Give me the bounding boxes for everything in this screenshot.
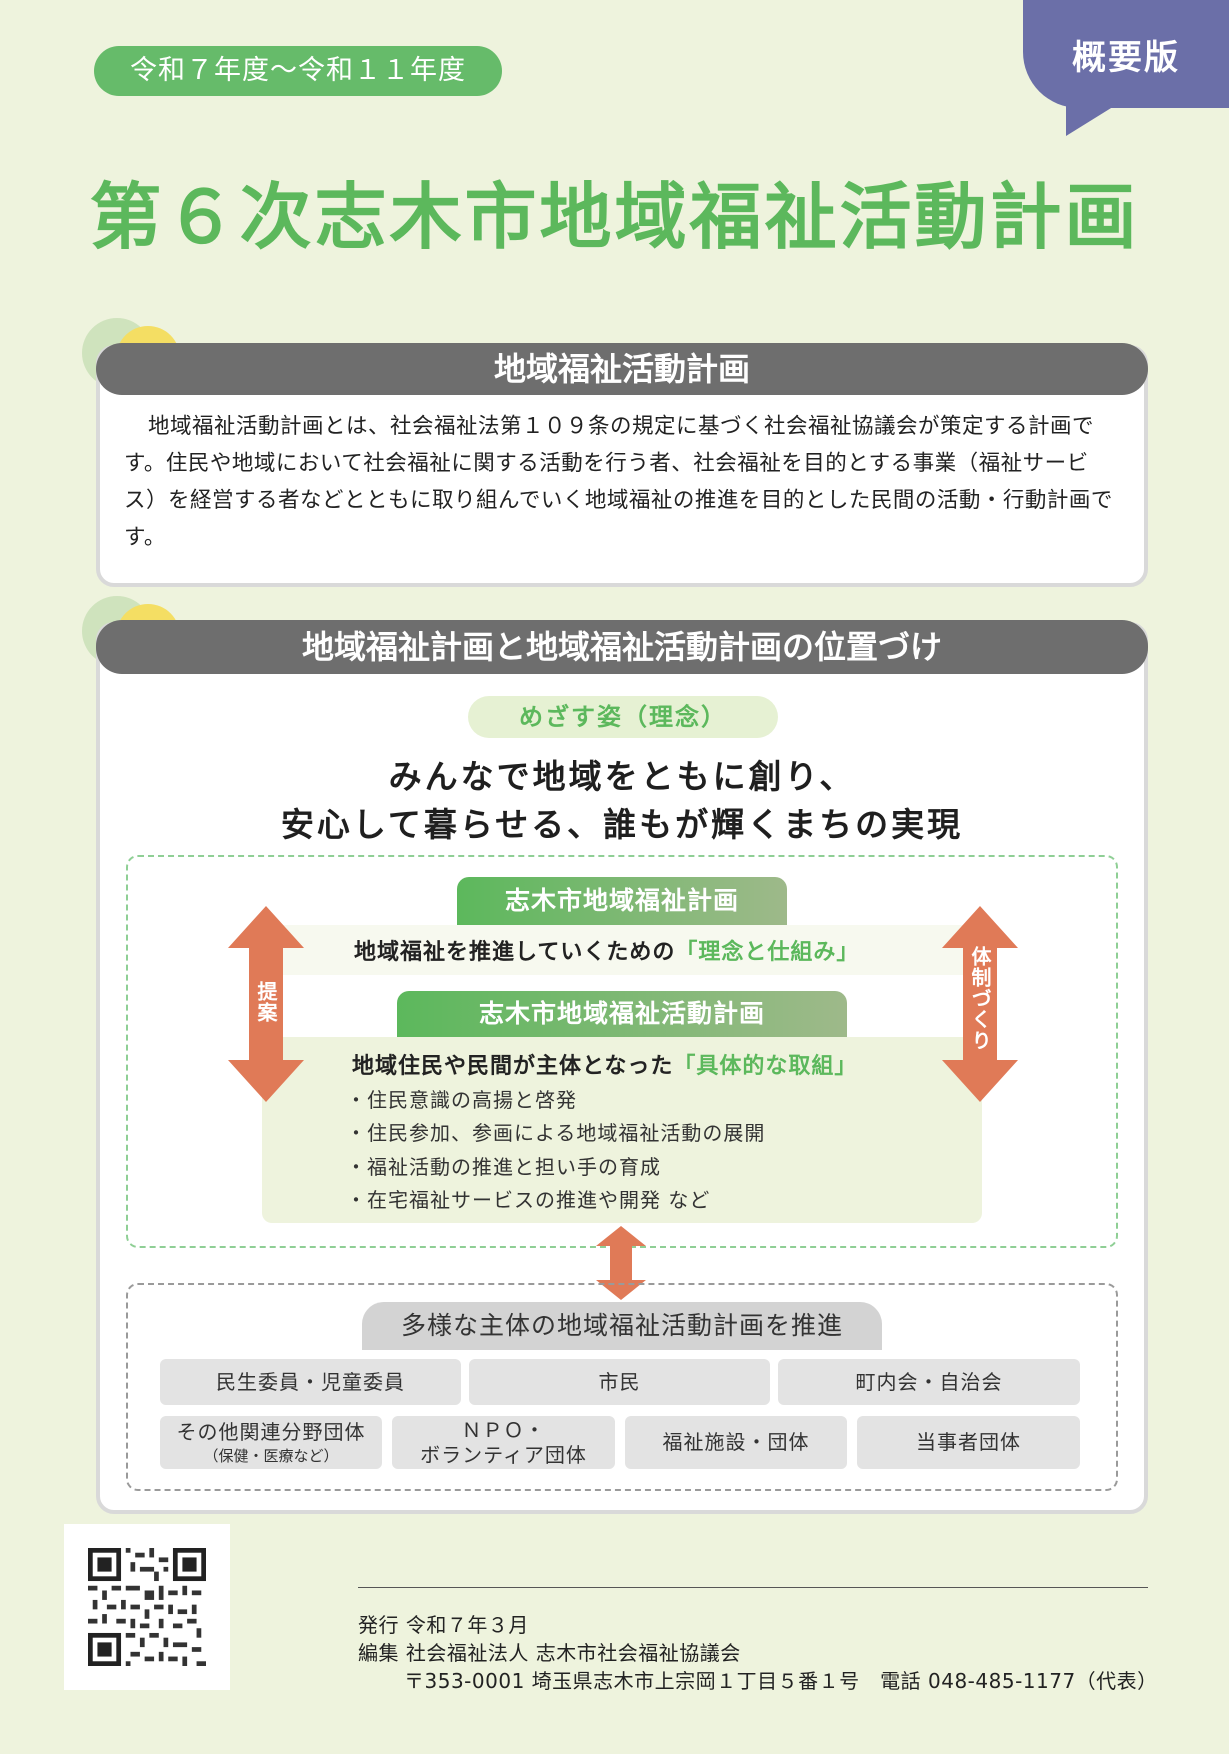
footer-address: 〒353-0001 埼玉県志木市上宗岡１丁目５番１号 電話 048-485-11… bbox=[404, 1669, 1158, 1693]
definition-body: 地域福祉活動計画とは、社会福祉法第１０９条の規定に基づく社会福祉協議会が策定する… bbox=[124, 414, 1113, 550]
main-title: 第６次志木市地域福祉活動計画 bbox=[89, 175, 1140, 259]
city-plan-strip bbox=[262, 925, 982, 975]
actor-npo-volunteer: ＮＰＯ・ ボランティア団体 bbox=[392, 1416, 615, 1469]
actor-npo-line1: ＮＰＯ・ bbox=[461, 1418, 546, 1442]
footer-divider bbox=[358, 1587, 1148, 1588]
edition-badge: 概要版 bbox=[1023, 0, 1229, 108]
period-label: 令和７年度～令和１１年度 bbox=[94, 46, 502, 96]
activity-plan-highlight: 「具体的な取組」 bbox=[673, 1054, 858, 1079]
activity-plan-description: 地域住民や民間が主体となった「具体的な取組」 bbox=[352, 1048, 857, 1080]
proposal-arrow-label: 提案 bbox=[254, 981, 278, 1023]
bullet-item: ・住民意識の高揚と啓発 bbox=[346, 1088, 577, 1112]
bullet-item: ・在宅福祉サービスの推進や開発 など bbox=[346, 1188, 711, 1212]
footer-issued: 発行 令和７年３月 bbox=[358, 1613, 529, 1637]
vision-line-1: みんなで地域をともに創り、 bbox=[388, 757, 856, 796]
system-arrow-label: 体制づくり bbox=[968, 946, 992, 1051]
actor-neighborhood-associations: 町内会・自治会 bbox=[778, 1359, 1080, 1405]
actor-welfare-commissioners: 民生委員・児童委員 bbox=[160, 1359, 461, 1405]
activity-plan-tab: 志木市地域福祉活動計画 bbox=[397, 991, 847, 1037]
city-plan-highlight: 「理念と仕組み」 bbox=[675, 940, 860, 965]
activity-plan-text: 地域住民や民間が主体となった bbox=[352, 1054, 674, 1079]
vision-label: めざす姿（理念） bbox=[468, 696, 778, 738]
city-plan-description: 地域福祉を推進していくための「理念と仕組み」 bbox=[354, 934, 859, 966]
bullet-item: ・住民参加、参画による地域福祉活動の展開 bbox=[346, 1121, 766, 1145]
promotion-frame bbox=[126, 1283, 1118, 1491]
city-plan-text: 地域福祉を推進していくための bbox=[354, 940, 676, 965]
promotion-tab: 多様な主体の地域福祉活動計画を推進 bbox=[362, 1302, 882, 1350]
definition-heading: 地域福祉活動計画 bbox=[96, 343, 1148, 395]
bullet-item: ・福祉活動の推進と担い手の育成 bbox=[346, 1155, 661, 1179]
actor-related-organizations: その他関連分野団体 （保健・医療など） bbox=[160, 1416, 382, 1469]
vision-line-2: 安心して暮らせる、誰もが輝くまちの実現 bbox=[280, 805, 964, 844]
proposal-arrow-icon bbox=[228, 906, 304, 1102]
city-plan-tab: 志木市地域福祉計画 bbox=[457, 877, 787, 925]
actor-welfare-facilities: 福祉施設・団体 bbox=[625, 1416, 847, 1469]
actor-concerned-parties: 当事者団体 bbox=[857, 1416, 1080, 1469]
system-arrow-icon bbox=[942, 906, 1018, 1102]
actor-citizens: 市民 bbox=[469, 1359, 770, 1405]
footer-editor: 編集 社会福祉法人 志木市社会福祉協議会 bbox=[358, 1641, 741, 1665]
actor-related-organizations-note: （保健・医療など） bbox=[203, 1447, 339, 1465]
qr-code-icon[interactable] bbox=[64, 1524, 230, 1690]
actor-related-organizations-label: その他関連分野団体 bbox=[176, 1420, 366, 1444]
qr-code-pattern bbox=[88, 1548, 206, 1666]
edition-badge-tail bbox=[1066, 100, 1124, 136]
double-arrow-icon bbox=[596, 1226, 646, 1300]
positioning-heading: 地域福祉計画と地域福祉活動計画の位置づけ bbox=[96, 620, 1148, 674]
actor-npo-line2: ボランティア団体 bbox=[420, 1443, 587, 1467]
